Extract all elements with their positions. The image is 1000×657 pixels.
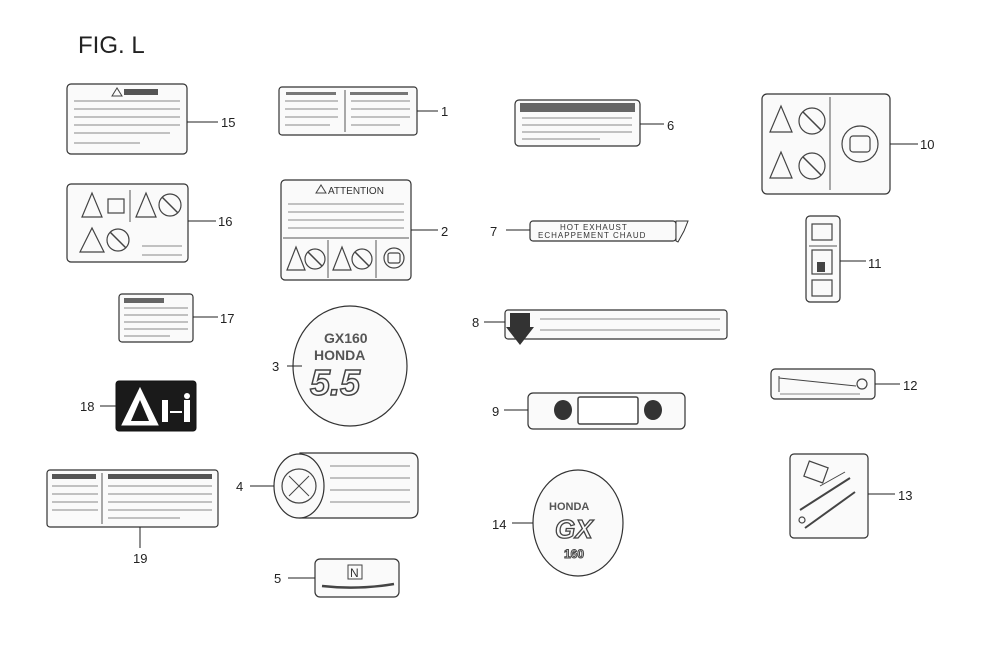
decal-4 <box>273 452 419 519</box>
callout-4: 4 <box>236 479 274 494</box>
callout-5-label: 5 <box>274 571 281 586</box>
callout-2-label: 2 <box>441 224 448 239</box>
decal-1 <box>278 86 418 136</box>
decal-12 <box>770 368 876 400</box>
decal-5-letter: N <box>350 566 359 580</box>
callout-5: 5 <box>274 571 315 586</box>
callout-14: 14 <box>492 517 533 532</box>
callout-18-label: 18 <box>80 399 94 414</box>
callout-6: 6 <box>640 118 674 133</box>
callout-6-label: 6 <box>667 118 674 133</box>
decal-2-header: ATTENTION <box>328 186 384 197</box>
decal-3-hp: 5.5 <box>310 362 361 403</box>
decal-11 <box>805 215 841 303</box>
decal-16 <box>66 183 189 263</box>
callout-13: 13 <box>868 488 912 503</box>
callout-16: 16 <box>188 214 232 229</box>
decal-13 <box>789 453 869 539</box>
callout-3-label: 3 <box>272 359 279 374</box>
callout-18: 18 <box>80 399 116 414</box>
callout-1-label: 1 <box>441 104 448 119</box>
decal-7-line1: HOT EXHAUST <box>560 223 628 232</box>
decal-14-size: 160 <box>564 547 584 561</box>
callout-19-label: 19 <box>133 551 147 566</box>
callout-14-label: 14 <box>492 517 506 532</box>
callout-13-label: 13 <box>898 488 912 503</box>
callout-2: 2 <box>411 224 448 239</box>
decal-14: HONDA GX 160 <box>532 469 624 577</box>
callout-10-label: 10 <box>920 137 934 152</box>
decal-5: N <box>314 558 400 598</box>
decal-14-model: GX <box>555 514 594 544</box>
callout-4-label: 4 <box>236 479 243 494</box>
callout-8-label: 8 <box>472 315 479 330</box>
callout-17-label: 17 <box>220 311 234 326</box>
callout-10: 10 <box>890 137 934 152</box>
decal-6 <box>514 99 641 147</box>
decal-8 <box>504 309 728 345</box>
callout-1: 1 <box>417 104 448 119</box>
callout-15: 15 <box>187 115 235 130</box>
decal-10 <box>761 93 891 195</box>
callout-19: 19 <box>133 527 147 566</box>
callout-12: 12 <box>875 378 917 393</box>
callout-8: 8 <box>472 315 505 330</box>
decal-17 <box>118 293 194 343</box>
decal-14-brand: HONDA <box>549 501 589 513</box>
callout-9: 9 <box>492 404 528 419</box>
decal-7-line2: ECHAPPEMENT CHAUD <box>538 231 646 240</box>
decal-3-brand: HONDA <box>314 347 365 363</box>
figure-title: FIG. L <box>78 32 145 59</box>
callout-16-label: 16 <box>218 214 232 229</box>
callout-11: 11 <box>840 256 882 271</box>
decal-2: ATTENTION <box>280 179 412 281</box>
callout-17: 17 <box>193 311 234 326</box>
callout-15-label: 15 <box>221 115 235 130</box>
decal-3: GX160 HONDA 5.5 <box>292 305 408 427</box>
callout-12-label: 12 <box>903 378 917 393</box>
callout-7: 7 <box>490 224 530 239</box>
decal-9 <box>527 392 686 430</box>
decal-3-model: GX160 <box>324 330 368 346</box>
callout-11-label: 11 <box>868 256 882 271</box>
callout-3: 3 <box>272 359 302 374</box>
decal-18 <box>115 380 197 432</box>
callout-7-label: 7 <box>490 224 497 239</box>
decal-19 <box>46 469 219 528</box>
callout-9-label: 9 <box>492 404 499 419</box>
decal-7: HOT EXHAUST ECHAPPEMENT CHAUD <box>529 220 689 243</box>
decal-15 <box>66 83 188 155</box>
